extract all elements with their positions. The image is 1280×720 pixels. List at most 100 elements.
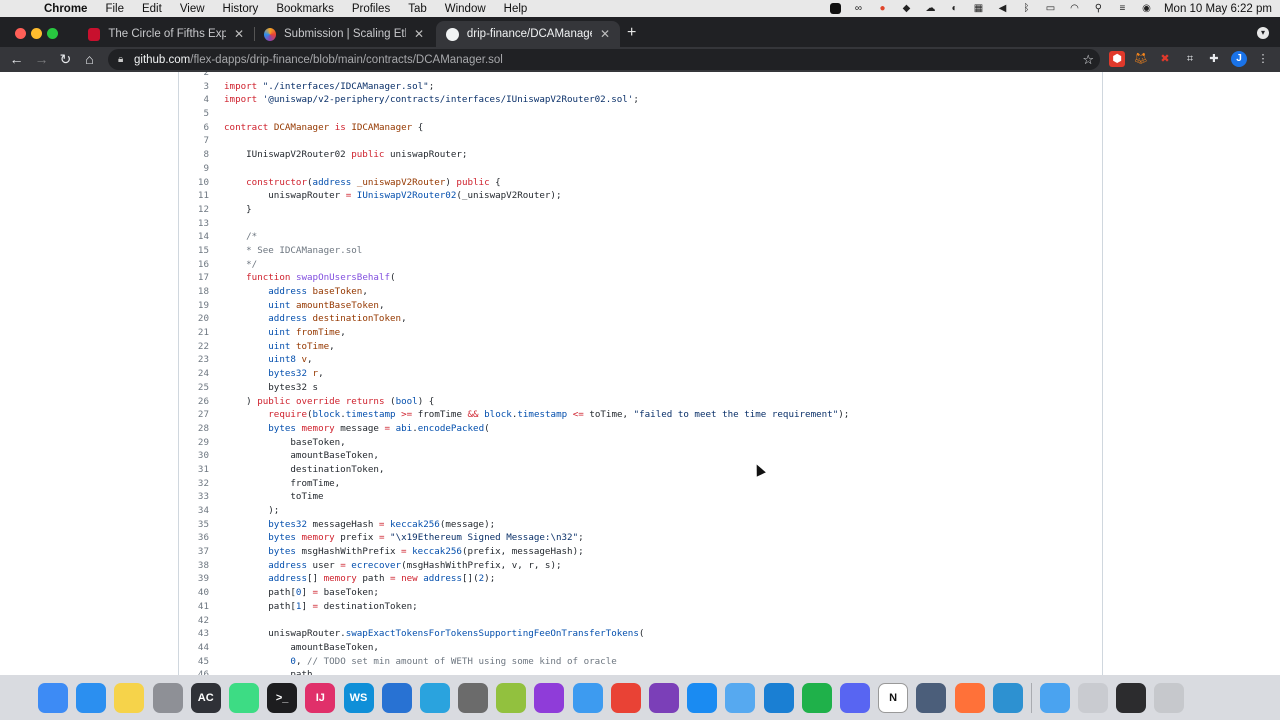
discord-icon[interactable] — [839, 682, 870, 713]
line-number[interactable]: 23 — [197, 354, 209, 366]
line-number[interactable]: 27 — [197, 409, 209, 421]
spotlight-search-icon[interactable]: ⚲ — [1094, 3, 1103, 14]
chrome-icon[interactable] — [610, 682, 641, 713]
control-center-icon[interactable]: ≡ — [1119, 3, 1126, 14]
proton-vpn-icon[interactable] — [381, 682, 412, 713]
line-number[interactable]: 16 — [197, 258, 209, 270]
line-number[interactable]: 37 — [197, 546, 209, 558]
line-number[interactable]: 43 — [197, 628, 209, 640]
menu-tab[interactable]: Tab — [408, 2, 427, 15]
podcasts-icon[interactable] — [534, 682, 565, 713]
keyboard-icon[interactable]: ▦ — [973, 3, 984, 14]
line-number[interactable]: 41 — [197, 600, 209, 612]
tab-circle-of-fifths[interactable]: The Circle of Fifths Explained ✕ — [78, 21, 255, 47]
close-icon[interactable]: ✕ — [599, 27, 610, 41]
menu-app-name[interactable]: Chrome — [44, 2, 88, 15]
siri-icon[interactable]: ◉ — [1142, 3, 1151, 14]
menu-bar-clock[interactable]: Mon 10 May 6:22 pm — [1163, 2, 1272, 15]
facetime-icon[interactable] — [801, 682, 832, 713]
line-number[interactable]: 7 — [203, 135, 209, 147]
screen-record-icon[interactable] — [829, 3, 841, 14]
line-number[interactable]: 20 — [197, 313, 209, 325]
line-number[interactable]: 28 — [197, 422, 209, 434]
terminal-icon[interactable]: >_ — [267, 682, 298, 713]
xcode-icon[interactable] — [572, 682, 603, 713]
line-number[interactable]: 36 — [197, 532, 209, 544]
line-number[interactable]: 9 — [203, 162, 209, 174]
line-number[interactable]: 44 — [197, 641, 209, 653]
line-number[interactable]: 42 — [197, 614, 209, 626]
tab-scaling-ethereum[interactable]: Submission | Scaling Ethereum ✕ — [254, 21, 434, 47]
line-number[interactable]: 29 — [197, 436, 209, 448]
menu-view[interactable]: View — [179, 2, 205, 15]
line-number[interactable]: 35 — [197, 518, 209, 530]
line-number[interactable]: 38 — [197, 559, 209, 571]
downloads-folder-icon[interactable] — [1039, 682, 1070, 713]
line-number[interactable]: 11 — [197, 190, 209, 202]
notes-icon[interactable] — [114, 682, 145, 713]
menu-profiles[interactable]: Profiles — [351, 2, 391, 15]
line-number[interactable]: 45 — [197, 655, 209, 667]
line-number[interactable]: 22 — [197, 340, 209, 352]
android-file-transfer-icon[interactable] — [496, 682, 527, 713]
line-number[interactable]: 32 — [197, 477, 209, 489]
url-text[interactable]: github.com/flex-dapps/drip-finance/blob/… — [134, 54, 503, 66]
line-number[interactable]: 33 — [197, 491, 209, 503]
extension-capture-icon[interactable]: ⌗ — [1186, 53, 1194, 65]
bluetooth-icon[interactable]: ᛒ — [1023, 3, 1030, 14]
intellij-icon[interactable]: IJ — [305, 682, 336, 713]
lock-icon[interactable]: 🔒︎ — [118, 54, 124, 65]
mixer-icon[interactable] — [458, 682, 489, 713]
tab-search-icon[interactable]: ▾ — [1257, 27, 1269, 39]
menu-file[interactable]: File — [105, 2, 124, 15]
back-button[interactable]: ← — [9, 51, 24, 67]
line-number[interactable]: 5 — [203, 108, 209, 120]
vpn-icon[interactable]: ● — [879, 3, 886, 14]
line-number[interactable]: 40 — [197, 587, 209, 599]
line-number[interactable]: 39 — [197, 573, 209, 585]
address-bar[interactable]: 🔒︎ github.com/flex-dapps/drip-finance/bl… — [108, 49, 1100, 70]
system-preferences-icon[interactable] — [152, 682, 183, 713]
line-number[interactable]: 13 — [197, 217, 209, 229]
line-number[interactable]: 31 — [197, 463, 209, 475]
folder-icon[interactable] — [725, 682, 756, 713]
window-thumbnail-icon[interactable] — [1116, 682, 1147, 713]
bookmark-star-icon[interactable]: ☆ — [1082, 52, 1094, 67]
wifi-icon[interactable]: ◠ — [1070, 3, 1079, 14]
screenshot-icon[interactable] — [916, 682, 947, 713]
close-icon[interactable]: ✕ — [233, 27, 244, 41]
finder-icon[interactable] — [38, 682, 68, 713]
extensions-puzzle-icon[interactable]: ✚ — [1209, 53, 1219, 65]
notion-icon[interactable]: N — [878, 682, 909, 713]
line-number[interactable]: 8 — [203, 149, 209, 161]
reload-button[interactable]: ↻ — [59, 51, 72, 67]
window-zoom-button[interactable] — [47, 28, 58, 39]
line-number[interactable]: 46 — [197, 669, 209, 675]
android-studio-icon[interactable] — [228, 682, 259, 713]
line-number[interactable]: 15 — [197, 244, 209, 256]
safari-icon[interactable] — [76, 682, 107, 713]
close-icon[interactable]: ✕ — [413, 27, 424, 41]
telegram-icon[interactable] — [419, 682, 450, 713]
line-number[interactable]: 24 — [197, 368, 209, 380]
line-number[interactable]: 4 — [203, 94, 209, 106]
browser-menu-icon[interactable]: ⋮ — [1257, 53, 1269, 65]
vscode-icon[interactable] — [763, 682, 794, 713]
webstorm-icon[interactable]: WS — [343, 682, 374, 713]
line-number[interactable]: 34 — [197, 505, 209, 516]
line-number[interactable]: 26 — [197, 395, 209, 407]
extension-cross-icon[interactable]: ✖ — [1160, 53, 1170, 65]
window-minimize-button[interactable] — [31, 28, 42, 39]
menu-help[interactable]: Help — [503, 2, 528, 15]
forward-button[interactable]: → — [34, 51, 49, 67]
profile-avatar[interactable]: J — [1231, 51, 1247, 67]
menu-edit[interactable]: Edit — [141, 2, 162, 15]
line-number[interactable]: 14 — [197, 231, 209, 243]
app-store-icon[interactable] — [687, 682, 718, 713]
creative-cloud-icon[interactable]: ∞ — [854, 3, 863, 14]
line-number[interactable]: 21 — [197, 327, 209, 339]
line-number[interactable]: 6 — [203, 121, 209, 133]
new-tab-button[interactable]: + — [627, 24, 637, 41]
tab-dcamanager-github[interactable]: drip-finance/DCAManager.sol ✕ — [436, 21, 620, 47]
extension-metamask-icon[interactable]: 🦊︎ — [1134, 53, 1148, 65]
